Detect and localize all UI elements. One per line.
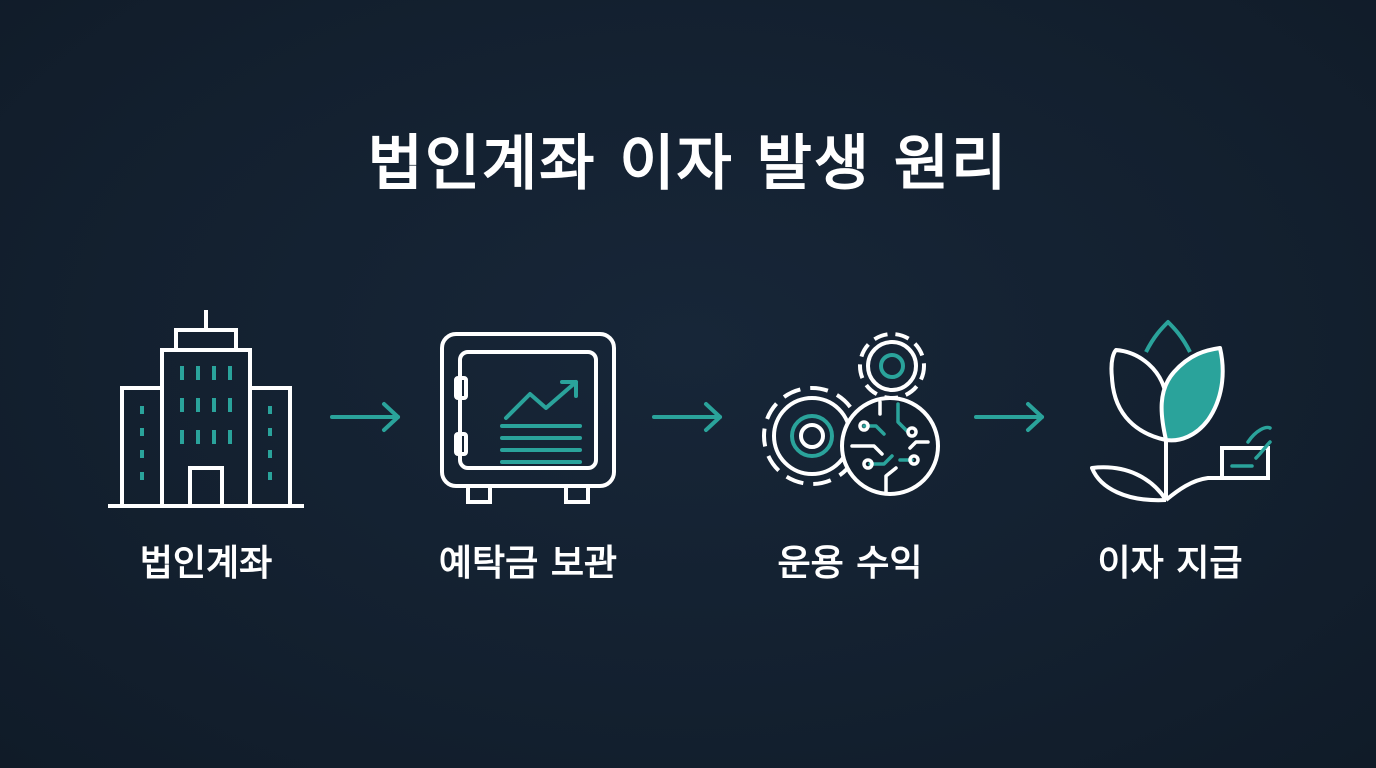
diagram-title: 법인계좌 이자 발생 원리 — [367, 129, 1009, 199]
safe-chart-icon — [440, 332, 616, 504]
flow-arrow-2 — [652, 402, 722, 432]
flower-payment-icon — [1090, 320, 1272, 503]
step-label-interest-payment: 이자 지급 — [1097, 543, 1243, 584]
step-label-corporate-account: 법인계좌 — [139, 543, 273, 584]
step-label-operating-profit: 운용 수익 — [777, 543, 923, 584]
process-flow: 법인계좌 예탁금 보관 운용 수익 이자 지급 — [0, 300, 1376, 620]
flow-arrow-1 — [330, 402, 400, 432]
building-icon — [108, 310, 304, 508]
gears-circuit-icon — [762, 332, 940, 496]
step-label-deposit-custody: 예탁금 보관 — [438, 543, 618, 584]
flow-arrow-3 — [974, 402, 1044, 432]
